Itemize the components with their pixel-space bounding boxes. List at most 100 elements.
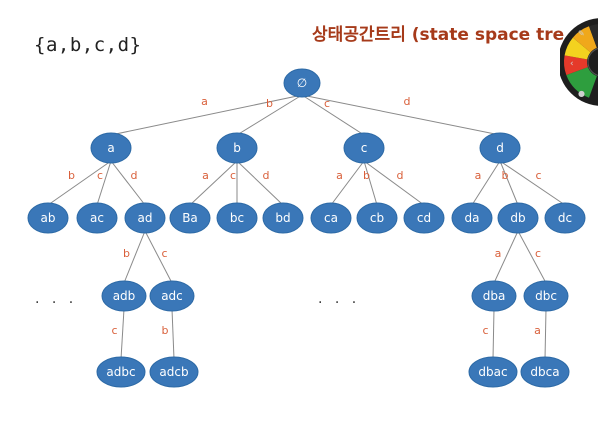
tree-node-ab: ab	[27, 202, 69, 234]
tree-node-root: ∅	[283, 68, 321, 98]
tree-node-Ba: Ba	[169, 202, 211, 234]
tree-node-label-ab: ab	[41, 211, 56, 225]
tree-edge-ad-adb	[123, 230, 146, 284]
edge-label-a-ad: d	[131, 169, 138, 182]
tree-node-label-dbac: dbac	[478, 365, 507, 379]
tree-node-b: b	[216, 132, 258, 164]
tree-edge-root-a	[110, 94, 303, 136]
edge-label-a-ac: c	[97, 169, 103, 182]
tree-node-d: d	[479, 132, 521, 164]
tree-node-db: db	[497, 202, 539, 234]
tree-node-label-c: c	[361, 141, 368, 155]
tree-node-dbca: dbca	[520, 356, 570, 388]
tree-edge-c-cb	[363, 160, 378, 206]
color-wheel-icon[interactable]: ✎ ‹ ●	[560, 12, 598, 112]
tree-edge-d-dc	[499, 160, 566, 206]
tree-edge-root-b	[236, 94, 303, 136]
ellipsis-left: . . .	[35, 291, 78, 307]
tree-node-label-a: a	[107, 141, 114, 155]
tree-node-dbc: dbc	[523, 280, 569, 312]
tree-edge-a-ac	[96, 160, 112, 206]
tree-node-label-Ba: Ba	[182, 211, 198, 225]
tree-node-adcb: adcb	[149, 356, 199, 388]
tree-node-label-root: ∅	[297, 76, 307, 90]
tree-node-shape-a	[90, 132, 132, 164]
set-text: {a,b,c,d}	[34, 34, 142, 56]
tree-edge-d-da	[471, 160, 501, 206]
tree-node-shape-cb	[356, 202, 398, 234]
color-wheel-segment[interactable]	[572, 26, 597, 53]
tree-edge-root-c	[301, 94, 365, 136]
tree-node-label-ca: ca	[324, 211, 338, 225]
edge-label-d-dc: c	[535, 169, 541, 182]
tree-edge-c-ca	[330, 160, 365, 206]
tree-node-shape-cd	[403, 202, 445, 234]
edge-label-c-cd: d	[397, 169, 404, 182]
tree-node-label-cd: cd	[417, 211, 431, 225]
tree-node-dc: dc	[544, 202, 586, 234]
tree-node-ad: ad	[124, 202, 166, 234]
tree-node-label-ac: ac	[90, 211, 104, 225]
tree-edges	[47, 94, 566, 360]
color-wheel-segment[interactable]	[564, 55, 588, 75]
tree-node-shape-da	[451, 202, 493, 234]
edge-label-adb-adbc: c	[111, 324, 117, 337]
tree-node-shape-dc	[544, 202, 586, 234]
tree-node-shape-ca	[310, 202, 352, 234]
tree-node-label-adb: adb	[113, 289, 136, 303]
tree-edge-b-Ba	[189, 160, 238, 206]
ellipsis-middle: . . .	[318, 291, 361, 307]
tree-node-shape-bc	[216, 202, 258, 234]
tree-node-label-bc: bc	[230, 211, 244, 225]
edge-label-c-cb: b	[363, 169, 370, 182]
tree-node-shape-ad	[124, 202, 166, 234]
tree-node-ca: ca	[310, 202, 352, 234]
edge-label-adc-adcb: b	[162, 324, 169, 337]
edge-label-root-b: b	[266, 97, 273, 110]
color-wheel-segment[interactable]	[564, 37, 591, 60]
tree-edge-adc-adcb	[171, 308, 175, 360]
edge-label-dba-dbac: c	[482, 324, 488, 337]
edge-label-c-ca: a	[336, 169, 343, 182]
tree-node-label-dbca: dbca	[530, 365, 559, 379]
color-wheel-segment[interactable]	[589, 24, 598, 48]
edge-label-dbc-dbca: a	[534, 324, 541, 337]
tree-node-shape-root	[283, 68, 321, 98]
tree-node-label-d: d	[496, 141, 504, 155]
tree-edge-db-dbc	[517, 230, 547, 284]
tree-node-shape-c	[343, 132, 385, 164]
tree-edge-adb-adbc	[120, 308, 125, 360]
color-wheel-segments	[564, 24, 598, 98]
tree-node-shape-Ba	[169, 202, 211, 234]
tree-node-shape-dba	[471, 280, 517, 312]
tree-node-shape-b	[216, 132, 258, 164]
tree-node-label-adbc: adbc	[106, 365, 135, 379]
tree-node-shape-adc	[149, 280, 195, 312]
tree-edge-root-d	[301, 94, 501, 136]
color-wheel-segment[interactable]	[566, 67, 597, 98]
edge-label-b-Ba: a	[202, 169, 209, 182]
wheel-glyph-left: ‹	[570, 59, 574, 69]
tree-node-c: c	[343, 132, 385, 164]
tree-node-dbac: dbac	[468, 356, 518, 388]
edge-label-db-dbc: c	[535, 247, 541, 260]
tree-node-shape-dbac	[468, 356, 518, 388]
tree-edge-dbc-dbca	[544, 308, 547, 360]
tree-node-shape-dbca	[520, 356, 570, 388]
tree-node-label-db: db	[510, 211, 525, 225]
tree-node-label-da: da	[465, 211, 480, 225]
tree-edge-dba-dbac	[492, 308, 495, 360]
tree-node-label-cb: cb	[370, 211, 384, 225]
edge-label-root-a: a	[201, 95, 208, 108]
tree-node-dba: dba	[471, 280, 517, 312]
tree-node-shape-dbc	[523, 280, 569, 312]
edge-label-ad-adc: c	[161, 247, 167, 260]
tree-node-label-bd: bd	[275, 211, 290, 225]
tree-edge-c-cd	[363, 160, 425, 206]
tree-node-shape-ab	[27, 202, 69, 234]
tree-edge-d-db	[499, 160, 519, 206]
tree-edge-db-dba	[493, 230, 519, 284]
edge-label-b-bc: c	[230, 169, 236, 182]
